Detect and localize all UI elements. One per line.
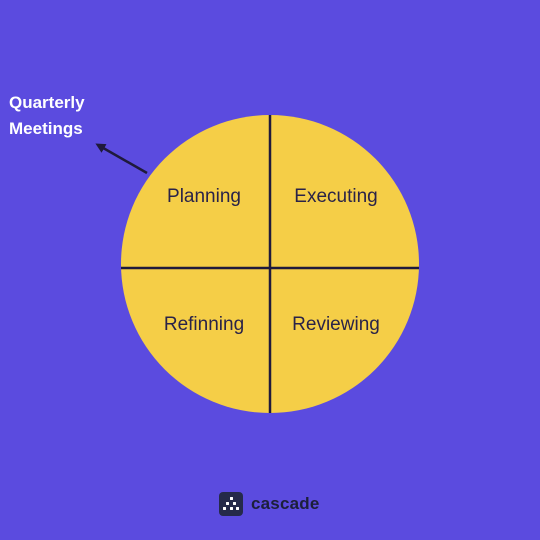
callout-line-1: Quarterly — [9, 93, 85, 112]
quadrant-refining-label: Refinning — [163, 314, 245, 335]
brand-name: cascade — [251, 494, 320, 513]
brand-footer: cascade — [219, 492, 320, 516]
callout-line-2: Meetings — [9, 119, 83, 138]
quadrant-reviewing-label: Reviewing — [292, 314, 380, 335]
quarterly-meetings-callout: Quarterly Meetings — [9, 90, 85, 142]
quadrant-planning-label: Planning — [167, 186, 241, 207]
quadrant-executing-label: Executing — [294, 186, 378, 207]
cascade-logo-icon — [219, 492, 243, 516]
callout-arrow — [95, 143, 148, 175]
